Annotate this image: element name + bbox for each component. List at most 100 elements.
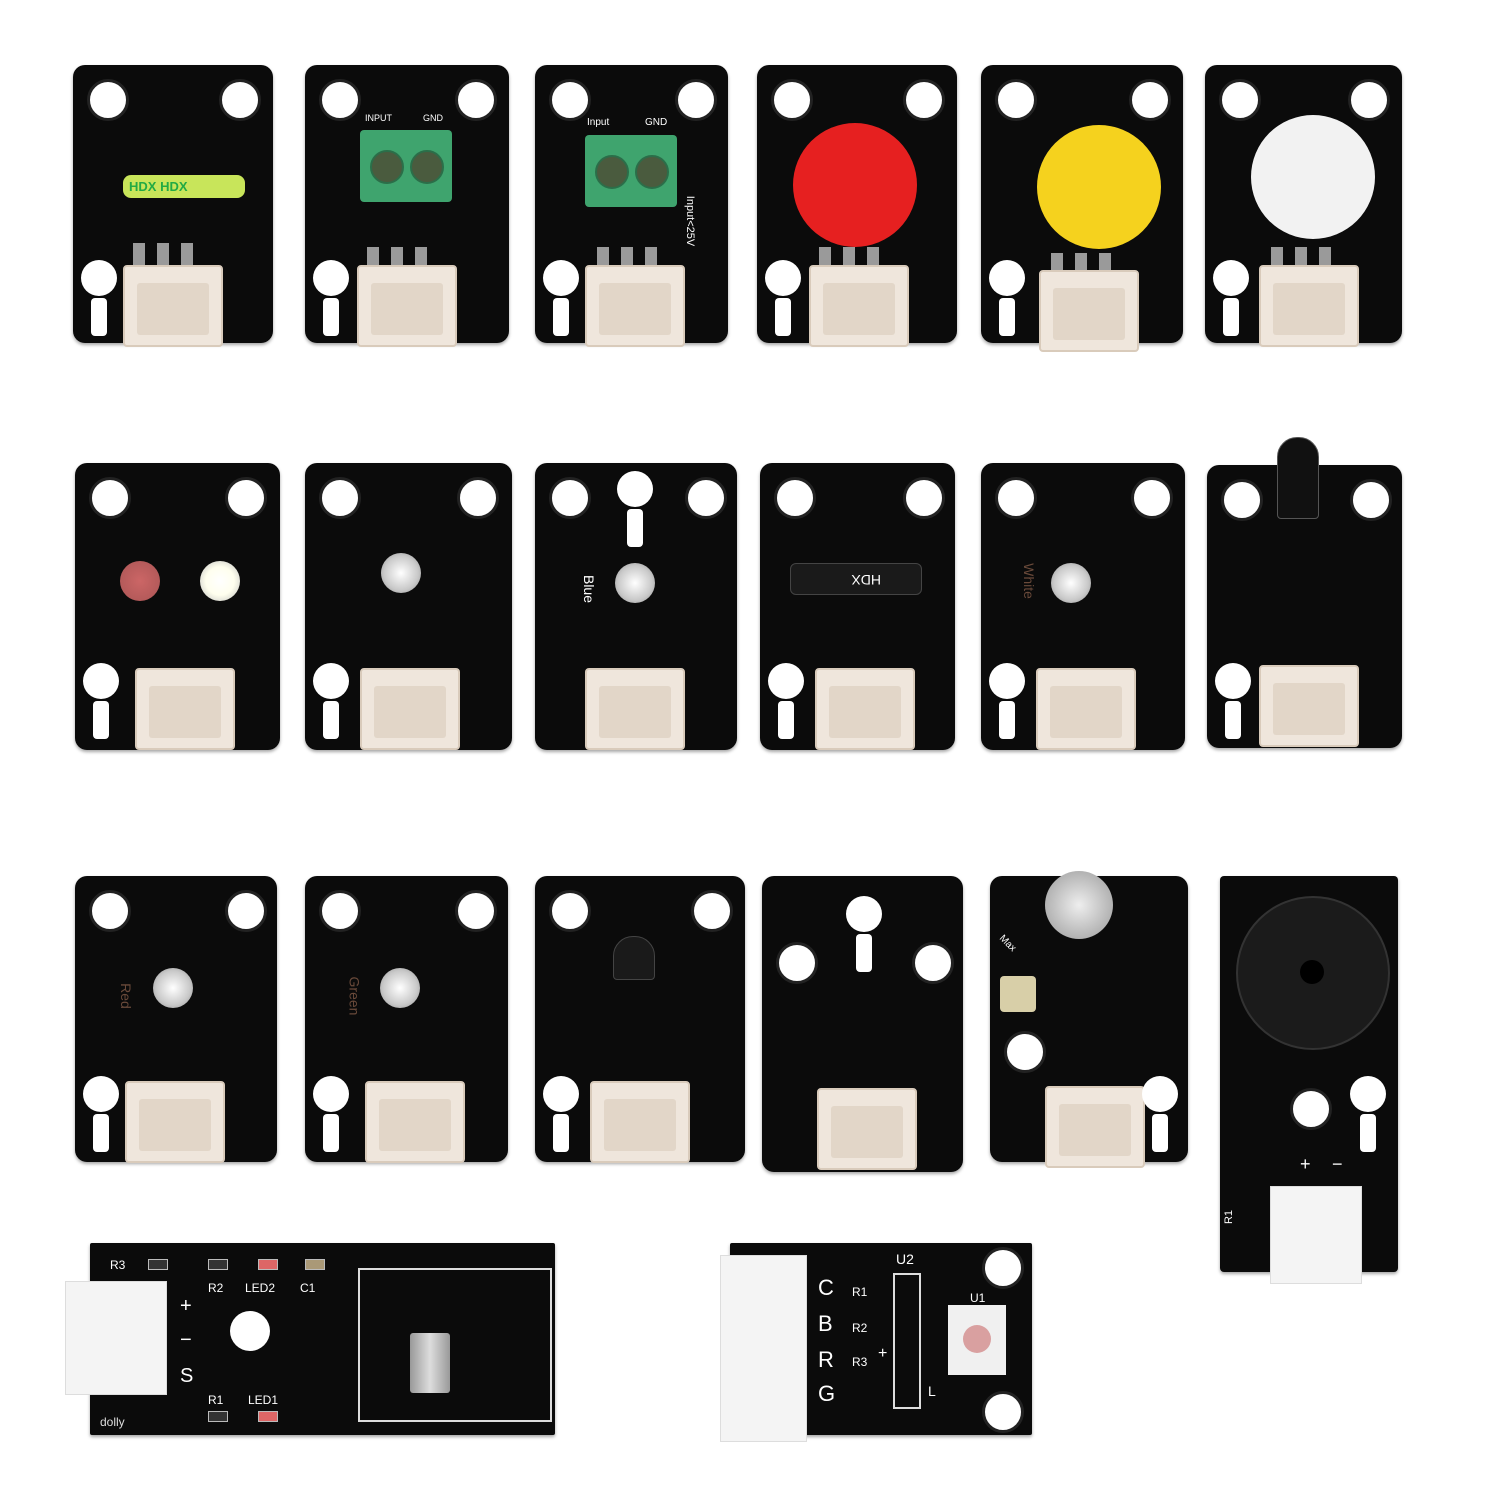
plus-label: + xyxy=(878,1345,888,1362)
mounting-hole xyxy=(457,477,499,519)
mounting-hole xyxy=(1348,79,1390,121)
mounting-hole xyxy=(995,477,1037,519)
input-label: INPUT xyxy=(365,113,392,123)
mounting-hole xyxy=(219,79,261,121)
sound-sensor-module: Max xyxy=(990,871,1188,1168)
mascot-logo-icon xyxy=(1350,1076,1386,1156)
jst-connector xyxy=(360,668,460,750)
light-sensor-module xyxy=(75,463,280,750)
g-label: G xyxy=(818,1381,836,1406)
gnd-label: GND xyxy=(645,117,668,128)
max-label: Max xyxy=(996,932,1019,955)
jst-connector xyxy=(815,668,915,750)
screw-terminal[interactable] xyxy=(360,130,452,202)
c1-label: C1 xyxy=(300,1281,316,1295)
jst-connector xyxy=(590,1081,690,1163)
mounting-hole xyxy=(982,1247,1024,1289)
mascot-logo-icon xyxy=(989,663,1025,743)
mounting-hole xyxy=(982,1391,1024,1433)
led1-label: LED1 xyxy=(248,1393,279,1407)
r-label: R xyxy=(818,1347,834,1372)
mascot-logo-icon xyxy=(765,260,801,340)
mounting-hole xyxy=(549,890,591,932)
temperature-sensor-module xyxy=(535,876,745,1163)
potentiometer-knob[interactable] xyxy=(1000,976,1036,1012)
u2-label: U2 xyxy=(896,1251,914,1267)
resistor xyxy=(208,1411,228,1422)
mounting-hole xyxy=(319,477,361,519)
b-label: B xyxy=(818,1311,833,1336)
r2-label: R2 xyxy=(852,1321,868,1335)
green-led xyxy=(380,968,420,1008)
jst-connector xyxy=(1259,665,1359,747)
r3-label: R3 xyxy=(852,1355,868,1369)
component-outline xyxy=(358,1268,552,1422)
rgb-led-board: C B R G R1 R2 R3 U2 + L U1 xyxy=(720,1243,1032,1442)
minus-label: − xyxy=(180,1329,192,1351)
mascot-logo-icon xyxy=(989,260,1025,340)
mounting-hole xyxy=(549,79,591,121)
mascot-logo-icon xyxy=(1215,663,1251,743)
blue-led-module: Blue xyxy=(535,463,737,750)
buzzer xyxy=(1236,896,1390,1050)
blue-label: Blue xyxy=(581,574,598,604)
mascot-logo-icon xyxy=(846,896,882,976)
red-push-button[interactable] xyxy=(793,123,917,247)
jst-connector xyxy=(1259,265,1359,347)
ir-receiver-module xyxy=(305,463,512,750)
hdx-label: HDX xyxy=(160,179,188,194)
mascot-logo-icon xyxy=(83,1076,119,1156)
screw-terminal[interactable] xyxy=(585,135,677,207)
jst-connector xyxy=(585,668,685,750)
mascot-logo-icon xyxy=(617,471,653,551)
white-led xyxy=(200,561,240,601)
mounting-hole xyxy=(89,477,131,519)
r1-label: R1 xyxy=(1223,1209,1236,1225)
yellow-button-module xyxy=(981,65,1183,352)
mascot-logo-icon xyxy=(543,1076,579,1156)
r1-label: R1 xyxy=(852,1285,868,1299)
mascot-logo-icon xyxy=(543,260,579,340)
jst-connector xyxy=(125,1081,225,1163)
white-push-button[interactable] xyxy=(1251,115,1375,239)
jst-connector xyxy=(123,265,223,347)
r2-label: R2 xyxy=(208,1281,224,1295)
tilt-sensor-module: HDX xyxy=(760,463,955,750)
mascot-logo-icon xyxy=(313,260,349,340)
blue-led xyxy=(615,563,655,603)
jst-connector xyxy=(1270,1186,1362,1284)
plus-label: + xyxy=(1300,1154,1311,1174)
mounting-hole xyxy=(1129,79,1171,121)
mounting-hole xyxy=(225,477,267,519)
red-label: Red xyxy=(117,983,134,1009)
mascot-logo-icon xyxy=(1142,1076,1178,1156)
mounting-hole xyxy=(903,79,945,121)
clear-led xyxy=(381,553,421,593)
hdx-label: HDX xyxy=(851,572,881,588)
mounting-hole xyxy=(771,79,813,121)
resistor xyxy=(208,1259,228,1270)
jst-connector xyxy=(1039,270,1139,352)
l-label: L xyxy=(928,1383,936,1399)
green-led-module: Green xyxy=(305,876,508,1163)
mounting-hole xyxy=(455,890,497,932)
input-voltage-limit-label: Input<25V xyxy=(684,195,697,247)
jst-connector xyxy=(1045,1086,1145,1168)
resistor xyxy=(148,1259,168,1270)
white-led xyxy=(1051,563,1091,603)
gnd-label: GND xyxy=(423,113,443,123)
led2 xyxy=(258,1259,278,1270)
jst-connector xyxy=(357,265,457,347)
rgb-led xyxy=(948,1305,1006,1375)
jst-connector xyxy=(585,265,685,347)
jst-connector xyxy=(365,1081,465,1163)
pin-header-outline xyxy=(893,1273,921,1409)
r1-label: R1 xyxy=(208,1393,224,1407)
yellow-push-button[interactable] xyxy=(1037,125,1161,249)
mascot-logo-icon xyxy=(1213,260,1249,340)
jst-connector xyxy=(1036,668,1136,750)
led2-label: LED2 xyxy=(245,1281,276,1295)
mounting-hole xyxy=(691,890,733,932)
mounting-hole xyxy=(1131,477,1173,519)
jst-connector xyxy=(720,1255,807,1442)
